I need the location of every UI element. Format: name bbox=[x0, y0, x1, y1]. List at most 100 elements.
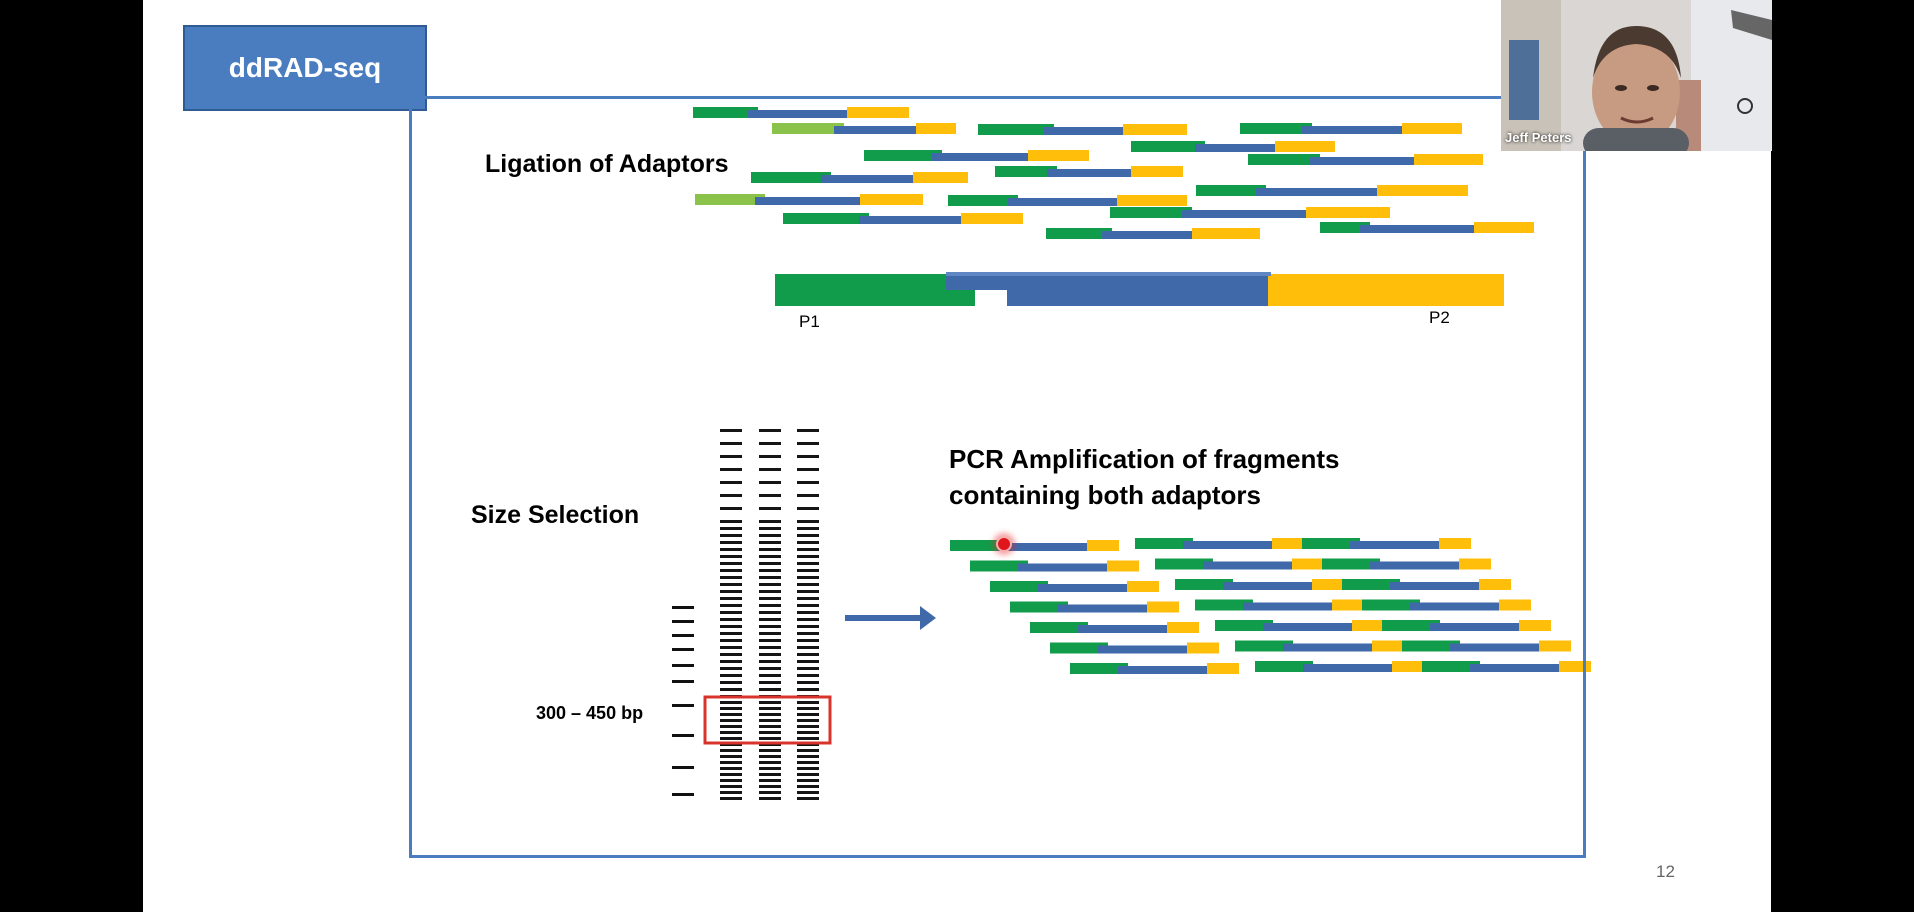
fragment-segment bbox=[748, 110, 853, 118]
gel-band bbox=[759, 590, 781, 593]
gel-band bbox=[720, 597, 742, 600]
gel-band bbox=[720, 494, 742, 497]
gel-band bbox=[797, 767, 819, 770]
gel-band bbox=[759, 583, 781, 586]
gel-band bbox=[720, 548, 742, 551]
gel-band bbox=[720, 611, 742, 614]
ladder-band bbox=[672, 648, 694, 651]
p1-adaptor-segment bbox=[772, 123, 844, 134]
ladder-band bbox=[672, 734, 694, 737]
gel-band bbox=[720, 688, 742, 691]
fragment-segment bbox=[1182, 210, 1312, 218]
gel-band bbox=[759, 688, 781, 691]
gel-band bbox=[759, 667, 781, 670]
size-selection-label: Size Selection bbox=[471, 501, 640, 529]
gel-band bbox=[797, 737, 819, 740]
p1-adaptor-segment bbox=[1215, 620, 1273, 631]
gel-band bbox=[797, 534, 819, 537]
p1-adaptor-segment bbox=[1362, 599, 1420, 611]
gel-band bbox=[797, 569, 819, 572]
fragment-segment bbox=[1018, 563, 1113, 572]
gel-band bbox=[797, 590, 819, 593]
gel-band bbox=[759, 442, 781, 445]
p1-adaptor-segment bbox=[1175, 579, 1233, 590]
gel-band bbox=[797, 555, 819, 558]
gel-band bbox=[720, 583, 742, 586]
p2-adaptor-segment bbox=[961, 213, 1023, 224]
fragment-segment bbox=[1203, 561, 1298, 570]
fragment-segment bbox=[1303, 664, 1398, 672]
fragment-large-bottom bbox=[1007, 290, 1332, 306]
fragment-large-highlight bbox=[946, 272, 1271, 276]
p2-adaptor-segment bbox=[1131, 166, 1183, 177]
fragment-segment bbox=[1310, 157, 1420, 165]
gel-band bbox=[720, 755, 742, 758]
fragment-segment bbox=[1243, 602, 1338, 611]
gel-band bbox=[797, 520, 819, 523]
gel-band bbox=[797, 688, 819, 691]
gel-band bbox=[720, 767, 742, 770]
gel-band bbox=[759, 548, 781, 551]
p2-adaptor-segment bbox=[1392, 661, 1424, 672]
p1-adaptor-segment bbox=[1195, 599, 1253, 611]
arrow-shaft bbox=[845, 615, 925, 621]
p2-adaptor-segment bbox=[1439, 538, 1471, 549]
gel-band bbox=[720, 653, 742, 656]
p2-adaptor-segment bbox=[1087, 540, 1119, 551]
fragment-segment bbox=[1430, 623, 1525, 631]
fragment-segment bbox=[834, 126, 922, 134]
gel-band bbox=[720, 632, 742, 635]
gel-band bbox=[797, 583, 819, 586]
gel-band bbox=[797, 481, 819, 484]
p2-adaptor-segment bbox=[1377, 185, 1468, 196]
p2-adaptor-segment bbox=[1479, 579, 1511, 590]
gel-band bbox=[797, 653, 819, 656]
p1-adaptor-segment bbox=[1110, 207, 1192, 218]
gel-band bbox=[759, 755, 781, 758]
p2-adaptor-segment bbox=[1539, 640, 1571, 652]
gel-band bbox=[797, 618, 819, 621]
gel-band bbox=[797, 494, 819, 497]
p2-adaptor-segment bbox=[1459, 558, 1491, 570]
gel-band bbox=[720, 725, 742, 728]
gel-band bbox=[759, 797, 781, 800]
laser-pointer-icon bbox=[996, 536, 1012, 552]
gel-band bbox=[797, 507, 819, 510]
gel-band bbox=[720, 534, 742, 537]
gel-band bbox=[720, 625, 742, 628]
p1-adaptor-segment bbox=[864, 150, 942, 161]
gel-band bbox=[759, 618, 781, 621]
gel-band bbox=[759, 520, 781, 523]
gel-band bbox=[759, 534, 781, 537]
gel-band bbox=[759, 646, 781, 649]
gel-band bbox=[759, 625, 781, 628]
gel-band bbox=[797, 527, 819, 530]
gel-band bbox=[720, 555, 742, 558]
gel-band bbox=[720, 749, 742, 752]
p1-adaptor-segment bbox=[1050, 642, 1108, 654]
webcam-thumbnail[interactable]: Jeff Peters bbox=[1501, 0, 1772, 151]
fragment-segment bbox=[1360, 225, 1480, 233]
fragment-segment bbox=[1470, 664, 1565, 672]
p1-adaptor-segment bbox=[1302, 538, 1360, 549]
gel-band bbox=[797, 667, 819, 670]
fragment-segment bbox=[1450, 643, 1545, 652]
gel-band bbox=[759, 562, 781, 565]
gel-band bbox=[759, 767, 781, 770]
gel-band bbox=[759, 725, 781, 728]
p2-adaptor-segment bbox=[1117, 195, 1187, 206]
fragment-segment bbox=[859, 216, 967, 224]
fragment-segment bbox=[998, 543, 1093, 551]
fragment-segment bbox=[1044, 127, 1129, 135]
p1-adaptor-large bbox=[775, 274, 975, 306]
slide bbox=[143, 0, 1771, 912]
p2-adaptor-segment bbox=[860, 194, 923, 205]
p2-adaptor-segment bbox=[1187, 642, 1219, 654]
p1-adaptor-segment bbox=[970, 560, 1028, 572]
ligation-label: Ligation of Adaptors bbox=[485, 150, 729, 178]
gel-band bbox=[797, 797, 819, 800]
gel-band bbox=[759, 731, 781, 734]
ladder-band bbox=[672, 634, 694, 637]
gel-band bbox=[759, 455, 781, 458]
fragment-segment bbox=[821, 175, 919, 183]
